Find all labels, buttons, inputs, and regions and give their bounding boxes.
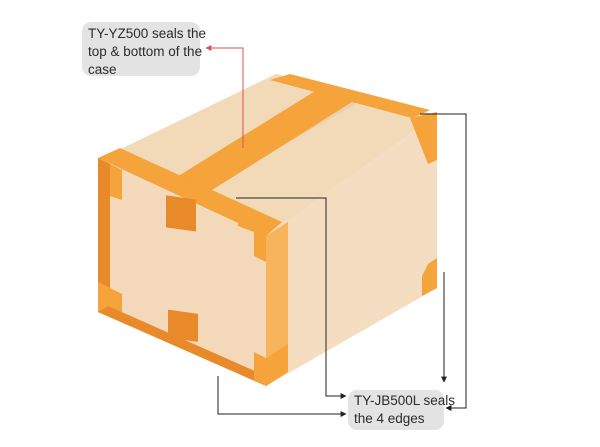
callout-line: TY-JB500L seals [354, 393, 456, 408]
box-right-face [266, 115, 437, 386]
callout-line: case [88, 62, 117, 77]
callout-line: top & bottom of the [88, 44, 203, 59]
top-center-tape [180, 88, 352, 190]
callout-line: the 4 edges [354, 411, 425, 426]
front-bottom-tab [168, 309, 198, 342]
edge-arrow-bottom-front [217, 376, 347, 417]
top-callout-arrow [205, 45, 244, 148]
edge-arrow-top-front [236, 197, 347, 399]
front-bottom-right-corner [254, 344, 288, 386]
edge-arrow-top-back [420, 113, 467, 411]
front-top-tab [166, 195, 196, 232]
right-top-corner-tape [410, 112, 437, 164]
callout-edge-seal: TY-JB500L seals the 4 edges [348, 390, 456, 430]
callout-top-bottom-seal: TY-YZ500 seals the top & bottom of the c… [82, 22, 207, 77]
top-back-edge-tape [270, 74, 430, 118]
front-right-edge [266, 222, 288, 386]
right-bottom-corner-tape [422, 258, 437, 296]
front-bottom-edge-tape [98, 306, 266, 386]
top-front-edge-tape [98, 148, 282, 236]
callout-line: TY-YZ500 seals the [88, 26, 207, 41]
front-left-edge-tape [98, 158, 110, 312]
